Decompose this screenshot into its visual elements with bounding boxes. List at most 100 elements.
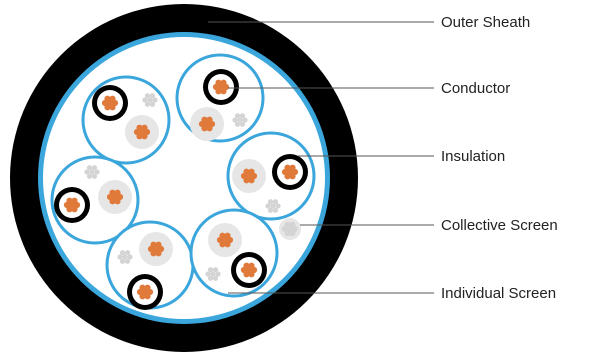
conductor-strand [272, 199, 279, 205]
conductor-strand [242, 117, 248, 123]
conductor-strand [86, 173, 93, 179]
conductor-strand [267, 207, 274, 213]
conductor-strand [275, 203, 281, 209]
conductor-strand [237, 117, 243, 123]
shielded-pair-3 [226, 131, 316, 221]
conductor-strand [243, 168, 250, 175]
conductor-strand [248, 177, 255, 184]
conductor-strand [127, 254, 133, 260]
individual-screen [81, 75, 171, 165]
conductor-strand [205, 271, 211, 277]
conductor-strand [207, 267, 214, 273]
conductor-strand [149, 101, 156, 107]
conductor-strand [234, 121, 241, 127]
conductor-strand [89, 169, 95, 175]
conductor-strand [94, 169, 100, 175]
conductor-strand [270, 203, 276, 209]
conductor-strand [248, 168, 255, 175]
label-outer-sheath: Outer Sheath [441, 14, 530, 31]
conductor-strand [243, 271, 250, 278]
conductor-strand [289, 230, 296, 237]
conductor-strand [152, 97, 158, 103]
conductor-strand [91, 165, 98, 171]
conductor-strand [141, 133, 148, 140]
conductor-strand [136, 124, 143, 131]
conductor-strand [219, 232, 226, 239]
conductor-strand [66, 206, 73, 213]
conductor-strand [144, 93, 151, 99]
conductor-strand [220, 79, 227, 86]
shielded-pair-5 [105, 220, 195, 310]
conductor-strand [84, 169, 90, 175]
conductor-strand [155, 250, 162, 257]
conductor-strand [212, 275, 219, 281]
conductor-strand [206, 116, 213, 123]
conductor-strand [91, 173, 98, 179]
conductor-strand [289, 221, 296, 228]
conductor-strand [142, 97, 148, 103]
conductor-strand [139, 284, 146, 291]
conductor-strand [289, 164, 296, 171]
conductor-strand [71, 197, 78, 204]
conductor-strand [224, 232, 231, 239]
conductor-strand [239, 113, 246, 119]
conductor-strand [234, 113, 241, 119]
conductor-strand [114, 198, 121, 205]
conductor-strand [215, 79, 222, 86]
conductor-strand [220, 88, 227, 95]
conductor-strand [248, 262, 255, 269]
label-insulation: Insulation [441, 148, 505, 165]
conductor-strand [66, 197, 73, 204]
label-individual-screen: Individual Screen [441, 285, 556, 302]
conductor-strand [119, 250, 126, 256]
conductor-strand [86, 165, 93, 171]
conductor-strand [265, 203, 271, 209]
conductor-strand [284, 230, 291, 237]
conductor-strand [215, 88, 222, 95]
conductor-strand [144, 284, 151, 291]
conductor-strand [124, 250, 131, 256]
conductor-strand [150, 250, 157, 257]
shielded-pair-2 [175, 53, 265, 143]
conductor-strand [207, 275, 214, 281]
conductor-strand [284, 221, 291, 228]
conductor-strand [215, 271, 221, 277]
conductor-strand [239, 121, 246, 127]
conductor-strand [114, 189, 121, 196]
conductor-strand [201, 116, 208, 123]
conductor-strand [117, 254, 123, 260]
pairs-layer [50, 53, 316, 310]
conductor-strand [71, 206, 78, 213]
conductor-strand [119, 258, 126, 264]
conductor-strand [272, 207, 279, 213]
conductor-strand [206, 125, 213, 132]
conductor-strand [109, 198, 116, 205]
shielded-pair-1 [81, 75, 171, 165]
conductor-strand [289, 173, 296, 180]
conductor-strand [144, 293, 151, 300]
conductor-strand [201, 125, 208, 132]
shielded-pair-6 [189, 208, 279, 298]
conductor-strand [104, 95, 111, 102]
conductor-strand [141, 124, 148, 131]
conductor-strand [139, 293, 146, 300]
conductor-strand [149, 93, 156, 99]
label-conductor: Conductor [441, 80, 510, 97]
conductor-strand [232, 117, 238, 123]
leader-lines [208, 21, 434, 294]
conductor-strand [150, 241, 157, 248]
conductor-strand [267, 199, 274, 205]
conductor-strand [104, 104, 111, 111]
conductor-strand [212, 267, 219, 273]
conductor-strand [124, 258, 131, 264]
conductor-strand [284, 164, 291, 171]
shielded-pair-4 [50, 155, 140, 245]
label-collective-screen: Collective Screen [441, 217, 558, 234]
conductor-strand [155, 241, 162, 248]
conductor-strand [243, 262, 250, 269]
conductor-strand [109, 189, 116, 196]
conductor-strand [109, 104, 116, 111]
conductor-strand [219, 241, 226, 248]
conductor-strand [224, 241, 231, 248]
